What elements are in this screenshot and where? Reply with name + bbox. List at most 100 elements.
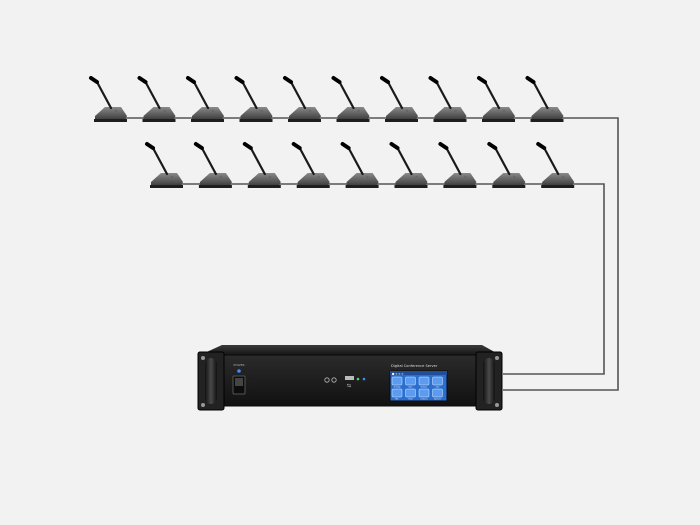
- microphone-unit: [283, 76, 321, 122]
- mic-gooseneck: [95, 80, 113, 110]
- power-rocker: [235, 378, 243, 386]
- mic-base-foot: [296, 185, 330, 188]
- mic-led: [502, 109, 506, 113]
- camera-icon: [418, 388, 430, 398]
- mic-gooseneck: [445, 146, 462, 176]
- mic-head: [186, 76, 196, 84]
- mic-base-foot: [142, 119, 176, 122]
- screen-tile-vote[interactable]: Vote: [405, 376, 416, 389]
- rack-handle-left: [205, 358, 217, 404]
- mic-row-lower: [145, 142, 575, 188]
- mic-gooseneck: [483, 80, 501, 110]
- microphone-unit: [186, 76, 224, 122]
- mic-gooseneck: [338, 80, 355, 110]
- microphone-unit: [525, 76, 564, 122]
- microphone-unit: [428, 76, 467, 122]
- mic-led: [308, 109, 312, 113]
- mic-gooseneck: [396, 146, 413, 176]
- volume-knob-icon[interactable]: [331, 377, 337, 383]
- screen-tile-label: System: [434, 398, 441, 401]
- mic-base-foot: [482, 119, 515, 122]
- system-icon: [432, 388, 443, 398]
- mic-led: [317, 175, 320, 179]
- screen-tile-volume[interactable]: Volume: [418, 376, 430, 389]
- mic-gooseneck: [386, 80, 404, 110]
- mic-base: [493, 173, 526, 186]
- mic-base-foot: [541, 185, 575, 188]
- mic-gooseneck: [249, 146, 266, 176]
- microphone-unit: [331, 76, 370, 122]
- status-led-blue: [362, 377, 366, 381]
- microphone-unit: [145, 142, 183, 188]
- microphone-unit: [242, 142, 281, 188]
- screen-tile-mic[interactable]: Mic: [391, 388, 403, 401]
- mic-head: [331, 76, 342, 84]
- screen-tile-label: Chair: [408, 398, 413, 401]
- mic-led: [163, 109, 166, 113]
- mic-led: [551, 109, 554, 113]
- screen-tile-label: Setting: [394, 386, 400, 389]
- screen-tile-info[interactable]: Info: [432, 376, 443, 389]
- screen-tile-camera[interactable]: Camera: [418, 388, 430, 401]
- mic-head: [438, 142, 449, 150]
- rack-handle-right: [483, 358, 495, 404]
- mic-head: [283, 76, 293, 84]
- mic-led: [260, 109, 263, 113]
- mic-gooseneck: [241, 80, 258, 110]
- mic-head: [487, 142, 498, 150]
- host-title: Digital Conference Server: [391, 364, 438, 368]
- mic-led: [405, 109, 409, 113]
- mic-gooseneck: [543, 146, 560, 176]
- mic-base: [434, 107, 467, 120]
- microphone-unit: [536, 142, 575, 188]
- mic-gooseneck: [200, 146, 217, 176]
- microphone-unit: [380, 76, 418, 122]
- mic-base: [240, 107, 273, 120]
- mic-head: [525, 76, 536, 84]
- mic-led: [170, 175, 174, 179]
- mic-gooseneck: [298, 146, 315, 176]
- mic-base: [95, 107, 127, 120]
- mic-base-foot: [433, 119, 467, 122]
- mic-base-foot: [443, 185, 477, 188]
- mic-base-foot: [288, 119, 321, 122]
- mic-base-foot: [336, 119, 370, 122]
- mic-base-foot: [150, 185, 183, 188]
- mic-base-foot: [345, 185, 379, 188]
- microphone-unit: [291, 142, 330, 188]
- microphone-unit: [477, 76, 515, 122]
- mic-led: [114, 109, 118, 113]
- mic-head: [536, 142, 547, 150]
- mic-base: [199, 173, 232, 186]
- microphone-unit: [438, 142, 477, 188]
- mic-head: [193, 142, 204, 150]
- microphone-unit: [89, 76, 127, 122]
- screen-tile-setting[interactable]: Setting: [391, 376, 403, 389]
- rack-screw-bl: [201, 403, 205, 407]
- mic-led: [513, 175, 516, 179]
- rack-screw-tr: [495, 356, 499, 360]
- mic-led: [562, 175, 565, 179]
- usb-icon: ⇆: [347, 383, 351, 389]
- cable-lower-to-host: [503, 183, 605, 375]
- power-indicator-icon: [237, 369, 241, 373]
- mic-head: [234, 76, 245, 84]
- mic-base: [192, 107, 224, 120]
- usb-port[interactable]: [345, 376, 354, 380]
- mic-base: [531, 107, 564, 120]
- mic-icon: [391, 388, 403, 398]
- mic-base: [386, 107, 418, 120]
- headphone-jack-icon[interactable]: [324, 377, 330, 383]
- mic-gooseneck: [494, 146, 511, 176]
- mic-base-foot: [198, 185, 232, 188]
- mic-head: [242, 142, 253, 150]
- mic-led: [454, 109, 457, 113]
- screen-tile-system[interactable]: System: [432, 388, 443, 401]
- rack-screw-br: [495, 403, 499, 407]
- mic-base-foot: [94, 119, 127, 122]
- mic-led: [357, 109, 360, 113]
- mic-head: [145, 142, 155, 150]
- screen-tile-chair[interactable]: Chair: [405, 388, 416, 401]
